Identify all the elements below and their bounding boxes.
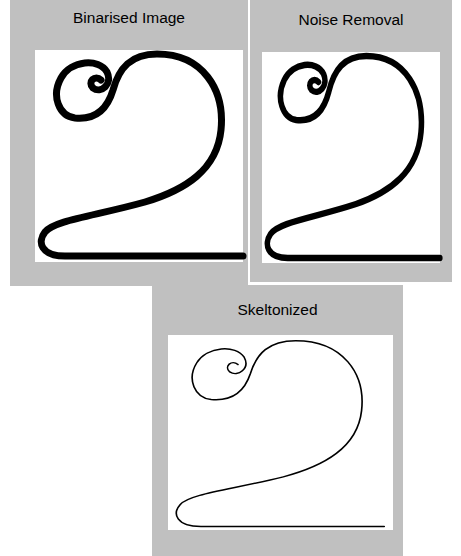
image-frame	[35, 50, 243, 262]
image-panel: Skeltonized	[152, 285, 403, 556]
image-panel: Noise Removal	[250, 0, 452, 282]
skeleton-digit	[176, 341, 384, 527]
image-frame	[168, 335, 393, 530]
binarised-digit	[41, 54, 243, 256]
image-frame	[262, 52, 440, 263]
image-panel: Binarised Image	[10, 0, 248, 286]
panel-ground	[250, 0, 452, 282]
panel-ground	[152, 285, 403, 556]
panel-title: Noise Removal	[250, 11, 452, 29]
denoised-digit	[267, 56, 439, 258]
panel-title: Skeltonized	[152, 301, 403, 319]
panel-ground	[10, 0, 248, 286]
panel-title: Binarised Image	[10, 9, 248, 27]
